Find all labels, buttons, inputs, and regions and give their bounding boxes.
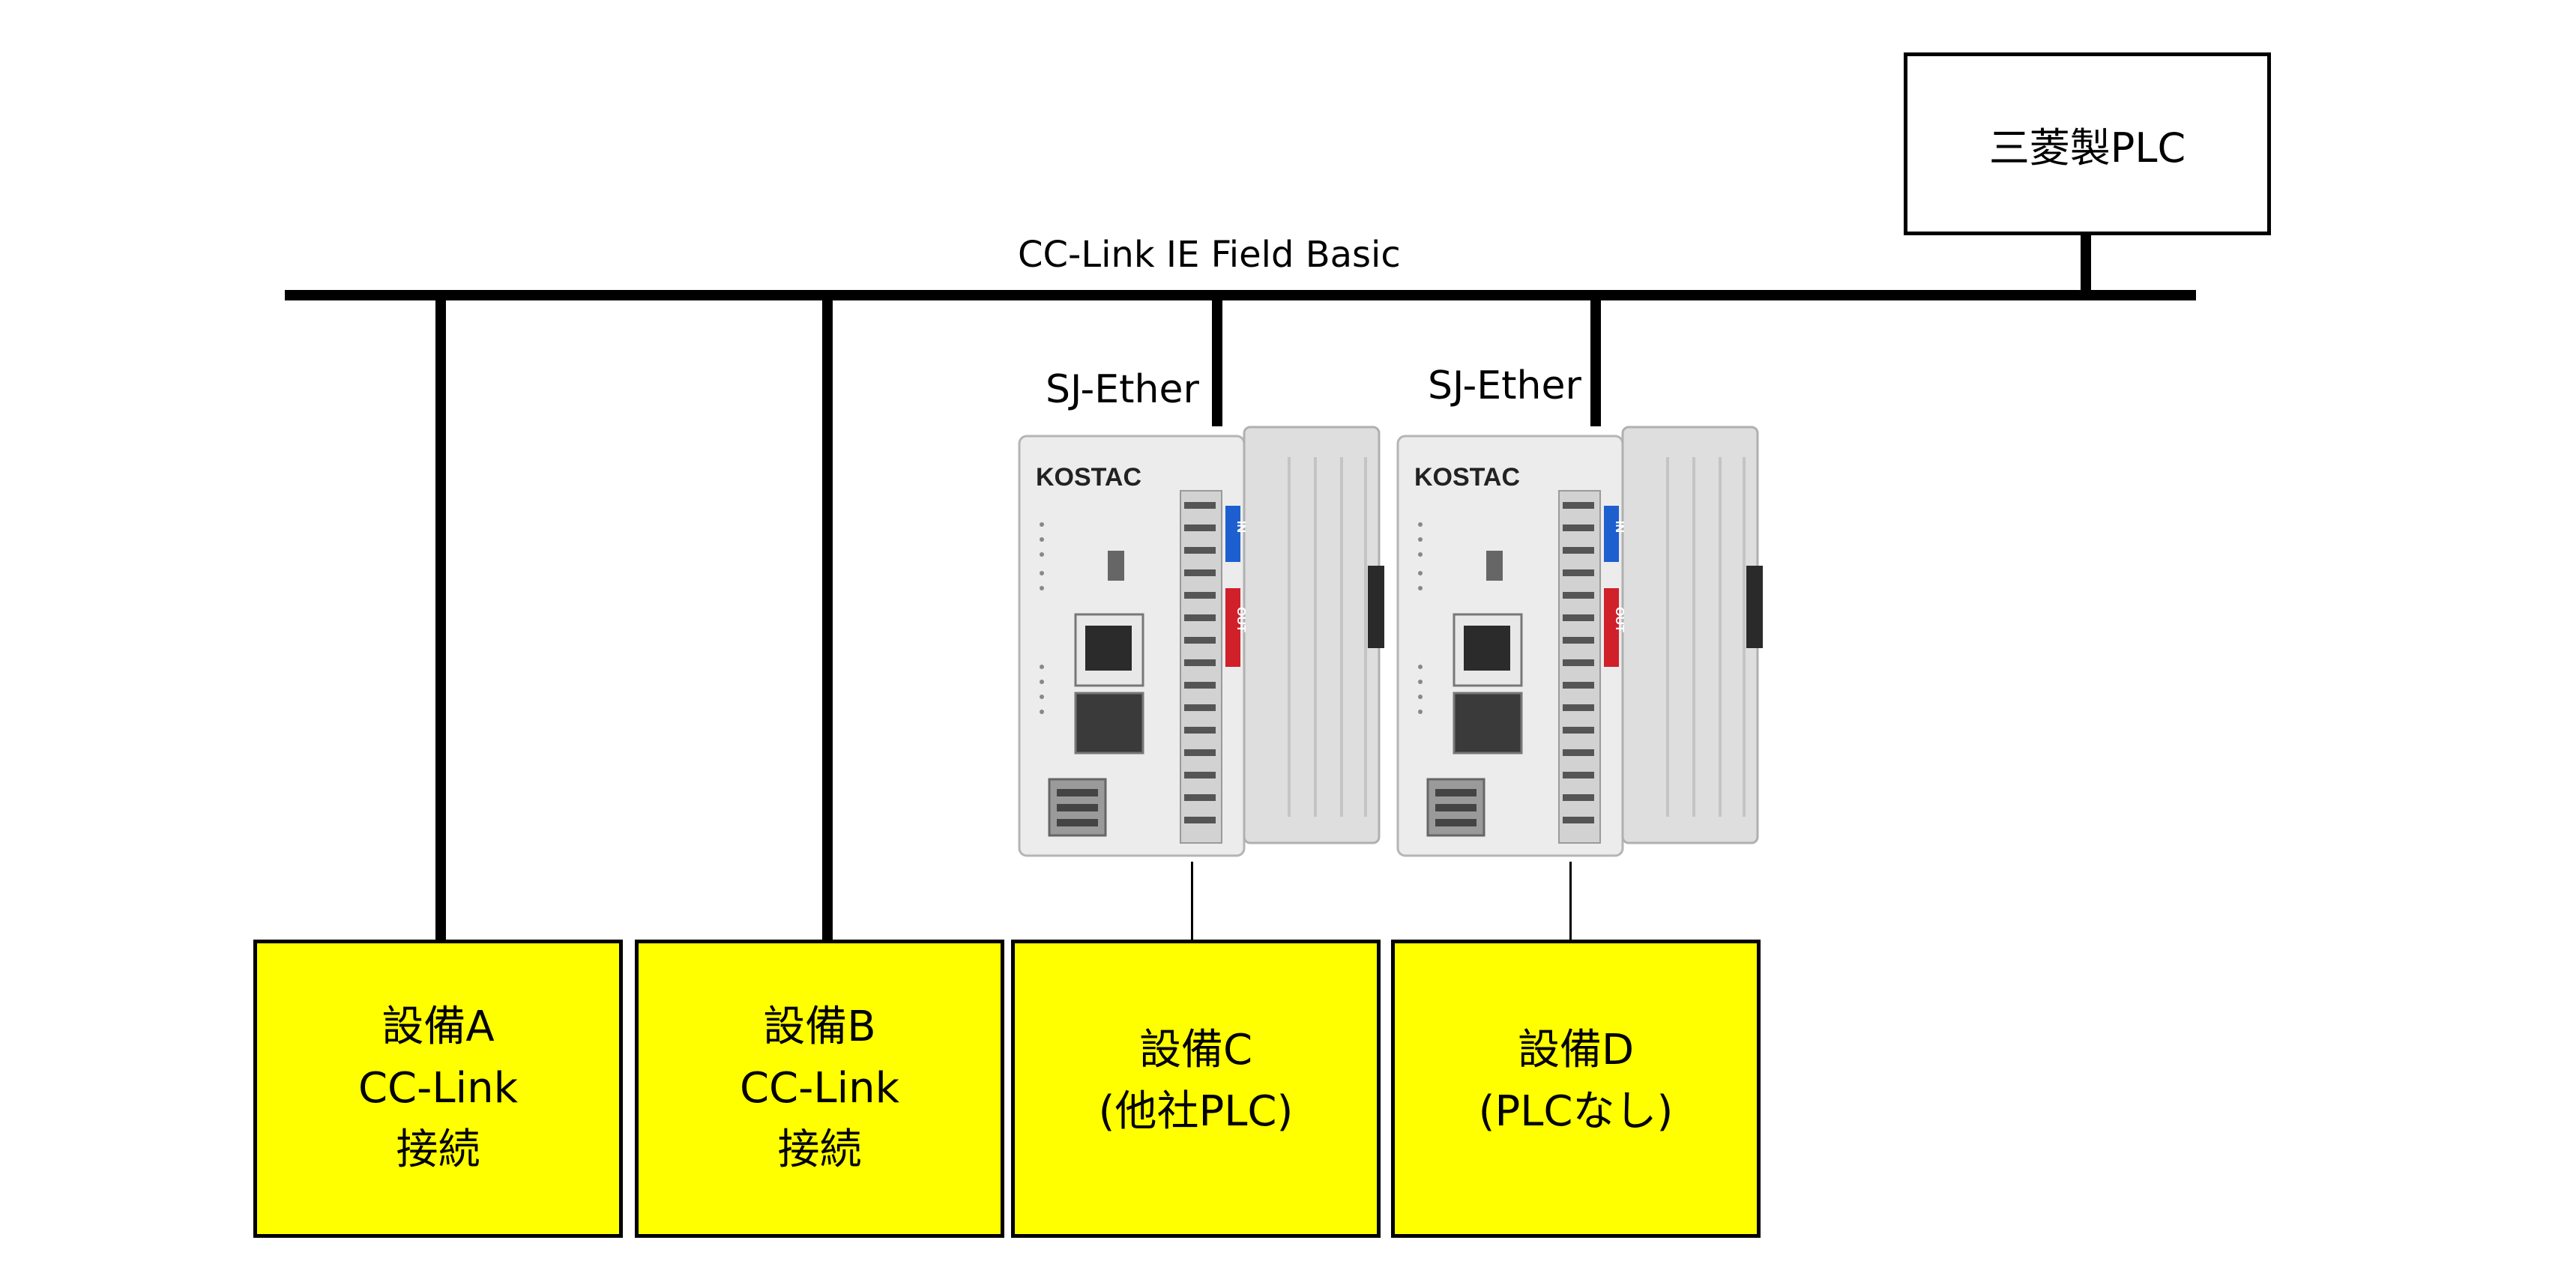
- equipment-d-line-1: 設備D: [1517, 1026, 1635, 1074]
- equipment-box-b: 設備B CC-Link 接続: [635, 940, 1004, 1238]
- out-badge-label: OUT: [1613, 607, 1626, 632]
- drop-line-b: [822, 295, 833, 941]
- plc-drop-line: [2081, 235, 2091, 295]
- mitsubishi-plc-box: 三菱製PLC: [1904, 52, 2271, 235]
- out-badge-label: OUT: [1234, 607, 1247, 632]
- brand-label: KOSTAC: [1414, 463, 1520, 492]
- in-badge-label: IN: [1234, 521, 1247, 533]
- equipment-box-c: 設備C (他社PLC): [1011, 940, 1381, 1238]
- equipment-b-line-2: CC-Link: [739, 1064, 900, 1113]
- sj-ether-device-1: KOSTAC IN OUT: [1018, 426, 1384, 857]
- plc-label: 三菱製PLC: [1988, 124, 2186, 172]
- bus-label: CC-Link IE Field Basic: [1018, 234, 1401, 276]
- equipment-a-line-2: CC-Link: [358, 1064, 519, 1113]
- sj-ether-device-2: KOSTAC IN OUT: [1396, 426, 1763, 857]
- brand-label: KOSTAC: [1036, 463, 1141, 492]
- wire-device-1-to-c: [1191, 862, 1193, 940]
- wire-device-2-to-d: [1569, 862, 1572, 940]
- in-badge-label: IN: [1613, 521, 1626, 533]
- device-label-2: SJ-Ether: [1428, 363, 1581, 408]
- drop-line-a: [435, 295, 446, 941]
- equipment-b-line-1: 設備B: [763, 1003, 876, 1051]
- bus-line: [285, 290, 2196, 300]
- device-label-1: SJ-Ether: [1046, 367, 1199, 412]
- drop-line-device-2: [1590, 295, 1601, 426]
- equipment-c-line-2: (他社PLC): [1098, 1087, 1294, 1136]
- equipment-b-line-3: 接続: [777, 1125, 862, 1174]
- equipment-box-a: 設備A CC-Link 接続: [253, 940, 623, 1238]
- equipment-a-line-3: 接続: [396, 1125, 480, 1174]
- drop-line-device-1: [1212, 295, 1222, 426]
- equipment-c-line-1: 設備C: [1138, 1026, 1253, 1074]
- equipment-a-line-1: 設備A: [381, 1003, 495, 1051]
- equipment-box-d: 設備D (PLCなし): [1391, 940, 1761, 1238]
- equipment-d-line-2: (PLCなし): [1478, 1087, 1674, 1136]
